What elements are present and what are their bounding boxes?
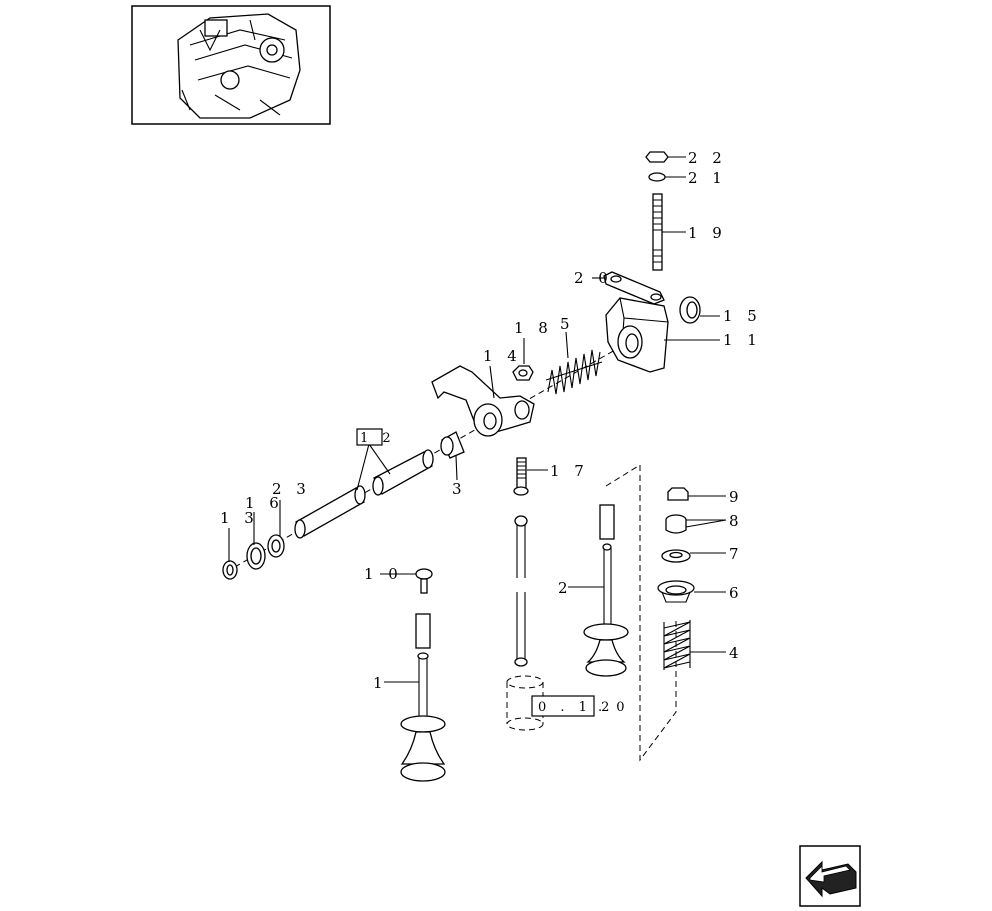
back-arrow-icon bbox=[805, 860, 857, 898]
part-21-washer bbox=[648, 172, 686, 182]
part-17-screw bbox=[513, 457, 548, 496]
callout-17[interactable]: 1 7 bbox=[550, 462, 589, 480]
callout-15[interactable]: 1 5 bbox=[723, 307, 762, 325]
callout-8[interactable]: 8 bbox=[729, 512, 744, 530]
part-16-circlip bbox=[246, 512, 266, 570]
part-7-washer bbox=[661, 549, 726, 563]
callout-11[interactable]: 1 1 bbox=[723, 331, 762, 349]
callout-10[interactable]: 1 0 bbox=[364, 565, 403, 583]
reference-label: 0 . 1 2 bbox=[538, 700, 614, 715]
back-navigation-button[interactable] bbox=[799, 845, 861, 907]
part-12-shafts bbox=[294, 443, 434, 539]
callout-12: 1 2 bbox=[360, 431, 396, 446]
engine-thumbnail-icon bbox=[177, 13, 301, 119]
part-8-cotters bbox=[665, 514, 727, 534]
callout-2[interactable]: 2 bbox=[558, 579, 573, 597]
callout-1[interactable]: 1 bbox=[373, 674, 388, 692]
callout-9[interactable]: 9 bbox=[729, 488, 744, 506]
callout-3[interactable]: 3 bbox=[452, 480, 467, 498]
part-3-bushing bbox=[440, 431, 465, 481]
callout-6[interactable]: 6 bbox=[729, 584, 744, 602]
part-23-ring bbox=[267, 500, 285, 558]
part-13-ring bbox=[222, 528, 238, 580]
part-6-spring-seat bbox=[657, 580, 726, 603]
engine-thumbnail[interactable] bbox=[131, 5, 331, 125]
callout-22[interactable]: 2 2 bbox=[688, 149, 727, 167]
part-4-spring bbox=[663, 620, 726, 670]
part-22-nut bbox=[645, 151, 686, 163]
part-19-stud bbox=[652, 193, 686, 271]
valve-group-outline bbox=[605, 464, 677, 762]
part-18-nut bbox=[512, 338, 534, 381]
callout-4[interactable]: 4 bbox=[729, 644, 744, 662]
callout-14[interactable]: 1 4 bbox=[483, 347, 522, 365]
callout-18[interactable]: 1 8 bbox=[514, 319, 553, 337]
callout-21[interactable]: 2 1 bbox=[688, 169, 727, 187]
part-5-spring bbox=[545, 331, 603, 395]
callout-13[interactable]: 1 3 bbox=[220, 509, 259, 527]
callout-7[interactable]: 7 bbox=[729, 545, 744, 563]
callout-20[interactable]: 2 0 bbox=[574, 269, 613, 287]
push-rod bbox=[514, 515, 528, 667]
callout-23[interactable]: 2 3 bbox=[272, 480, 311, 498]
part-11-rocker-support bbox=[605, 297, 720, 373]
reference-box[interactable]: 0 . 1 2 . 0 bbox=[531, 695, 630, 717]
callout-12-box[interactable]: 1 2 bbox=[356, 428, 396, 446]
part-15-plug bbox=[679, 296, 720, 324]
part-9-cap bbox=[667, 487, 726, 501]
callout-19[interactable]: 1 9 bbox=[688, 224, 727, 242]
reference-suffix: . 0 bbox=[598, 700, 630, 715]
part-2-valve bbox=[568, 504, 629, 677]
callout-16[interactable]: 1 6 bbox=[245, 494, 284, 512]
part-14-rocker-arm bbox=[431, 365, 535, 437]
part-1-valve bbox=[380, 568, 446, 782]
callout-5[interactable]: 5 bbox=[560, 315, 575, 333]
